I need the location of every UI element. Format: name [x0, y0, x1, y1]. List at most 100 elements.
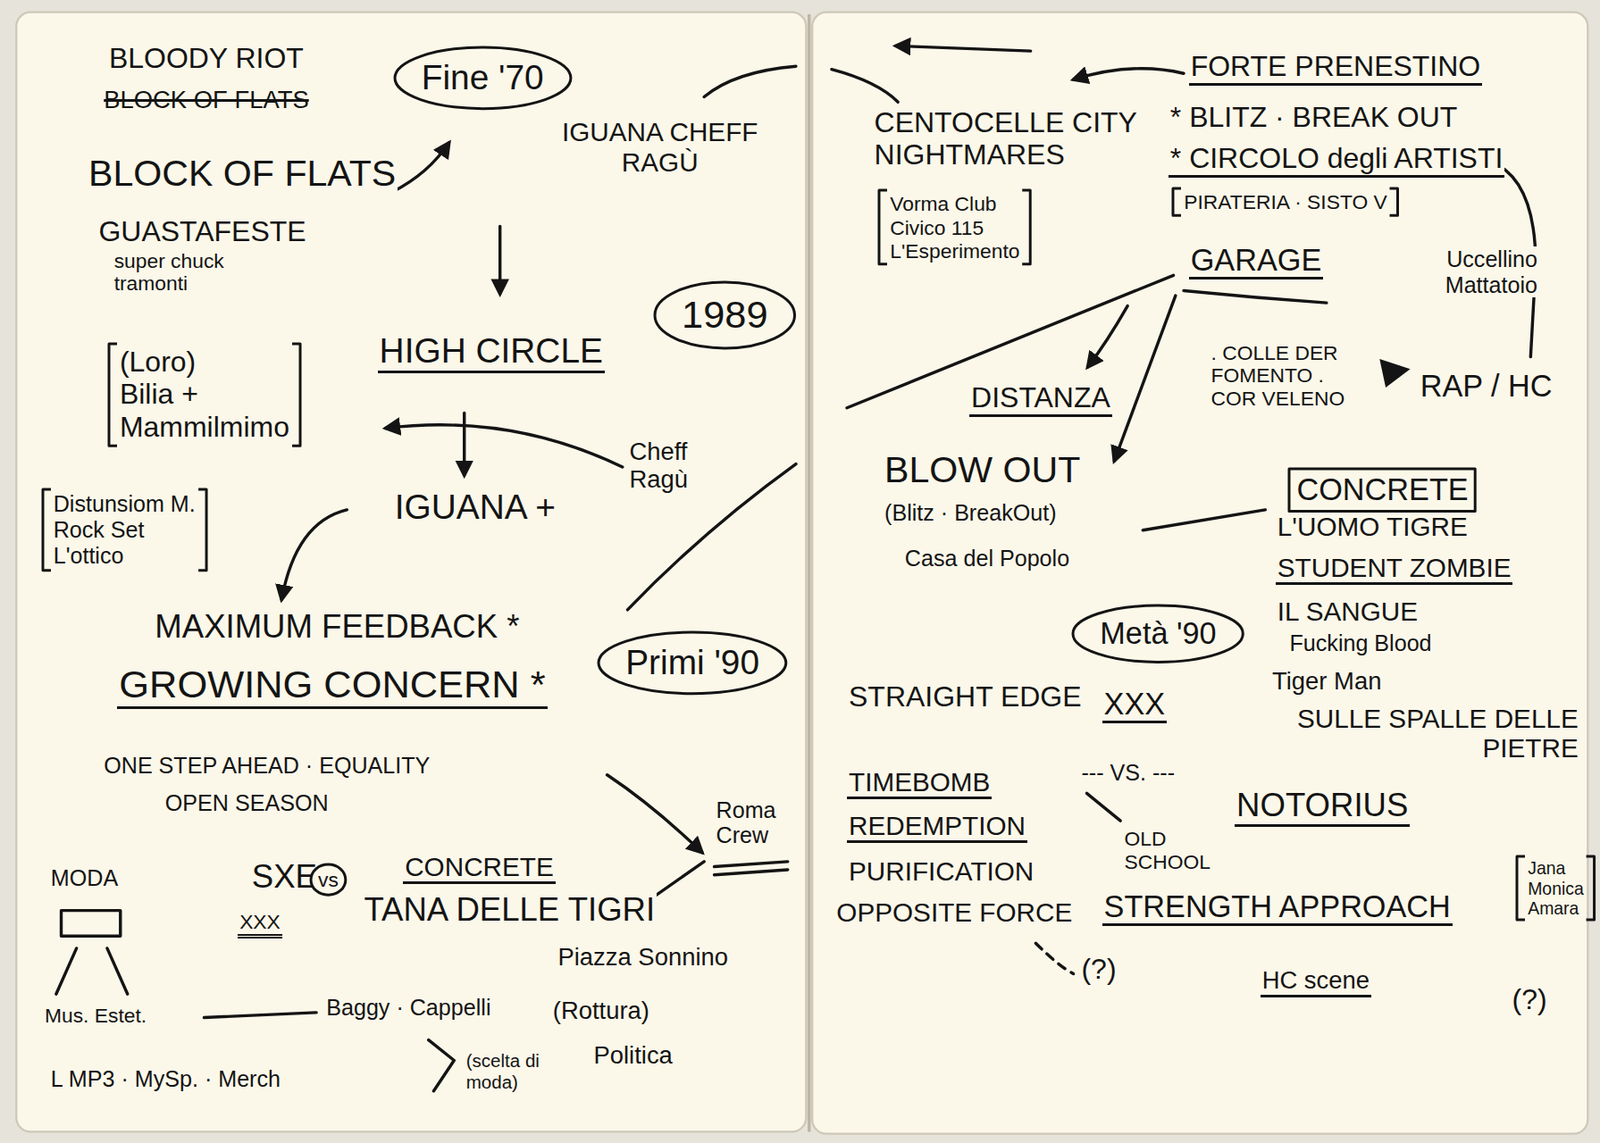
node-text: PIRATERIA · SISTO V — [1183, 190, 1388, 214]
ink-line — [831, 69, 898, 103]
ink-line — [1142, 510, 1265, 531]
right-page — [812, 12, 1588, 1135]
circled-outline — [598, 632, 787, 695]
handwritten-label: super chuck tramonti — [112, 250, 290, 296]
square-brackets — [108, 343, 301, 446]
handwritten-label: PURIFICATION — [846, 856, 1036, 887]
handwritten-label: RAP / HC — [1418, 368, 1555, 403]
arrow-line — [1114, 295, 1176, 461]
node-text: Metà '90 — [1099, 616, 1216, 652]
handwritten-label: Politica — [591, 1042, 674, 1071]
handwritten-label: . COLLE DER FOMENTO . COR VELENO — [1209, 342, 1377, 411]
handwritten-label: FORTE PRENESTINO — [1189, 50, 1483, 86]
circled-outline — [394, 47, 571, 109]
circled-outline — [654, 282, 796, 349]
handwritten-label: Tiger Man — [1270, 668, 1383, 696]
handwritten-label: ONE STEP AHEAD · EQUALITY — [101, 753, 432, 779]
handwritten-label: STRENGTH APPROACH — [1102, 889, 1453, 927]
handwritten-label: Baggy · Cappelli — [324, 995, 493, 1021]
handwritten-label: OLD SCHOOL — [1122, 828, 1203, 874]
ink-line — [56, 948, 128, 995]
ink-line — [1183, 290, 1327, 303]
node-text: (Loro) — [119, 345, 290, 379]
handwritten-label: STUDENT ZOMBIE — [1275, 552, 1514, 586]
node-text: Vorma Club — [889, 192, 1020, 216]
arrow-line — [498, 226, 502, 294]
handwritten-label: MODA — [49, 865, 120, 891]
spine — [807, 14, 811, 1132]
handwritten-label: TANA DELLE TIGRI — [361, 892, 657, 930]
boxed-name: CONCRETE — [1287, 467, 1477, 513]
handwritten-label: SULLE SPALLE DELLE PIETRE — [1249, 703, 1581, 764]
handwritten-label: CENTOCELLE CITY NIGHTMARES — [872, 107, 1173, 172]
square-brackets — [1172, 188, 1399, 216]
handwritten-label: (scelta di moda) — [464, 1050, 550, 1092]
bracket-group: JanaMonicaAmara — [1515, 854, 1597, 922]
square-brackets — [1516, 856, 1595, 921]
ink-line — [203, 1013, 317, 1019]
handwritten-label: STRAIGHT EDGE — [846, 681, 1084, 714]
handwritten-label: (?) — [1509, 984, 1549, 1017]
circled-outline — [310, 864, 346, 896]
ink-line — [714, 862, 788, 876]
handwritten-label: IGUANA CHEFF RAGÙ — [556, 117, 764, 177]
handwritten-label: Roma Crew — [714, 797, 792, 848]
handwritten-label: (Rottura) — [551, 997, 652, 1026]
arrow-line — [281, 510, 347, 600]
bracket-group: Distunsiom M.Rock SetL'ottico — [41, 487, 209, 573]
handwritten-label: GARAGE — [1189, 242, 1324, 280]
star-arrowhead — [1379, 359, 1410, 388]
handwritten-label: OPPOSITE FORCE — [834, 897, 1074, 928]
arrow-line — [1073, 68, 1184, 80]
node-text: Fine '70 — [421, 58, 545, 99]
handwritten-label: CONCRETE — [402, 852, 556, 885]
arrow-line — [393, 142, 450, 193]
node-text: 1989 — [681, 293, 769, 338]
arrow-line — [1088, 306, 1129, 369]
handwritten-label: Fucking Blood — [1287, 630, 1433, 656]
handwritten-label: BLOCK OF FLATS — [86, 152, 398, 194]
ink-line — [1086, 793, 1121, 821]
arrow-line — [896, 45, 1031, 51]
arrow-line — [385, 425, 623, 468]
handwritten-label: --- VS. --- — [1079, 760, 1177, 786]
square-brackets — [879, 190, 1031, 265]
node-text: Rock Set — [53, 517, 196, 544]
node-text: Jana — [1527, 858, 1584, 879]
handwritten-label: GROWING CONCERN * — [117, 662, 547, 710]
handwritten-label: Casa del Popolo — [903, 545, 1072, 571]
bracket-group: Vorma ClubCivico 115L'Esperimento — [877, 188, 1032, 267]
node-text: Civico 115 — [889, 216, 1020, 240]
circled-note: vs — [309, 862, 348, 897]
handwritten-label: MAXIMUM FEEDBACK * — [152, 609, 521, 646]
node-text: Bilia + — [119, 377, 290, 411]
node-text: Amara — [1527, 898, 1584, 919]
handwritten-label: L'UOMO TIGRE — [1275, 511, 1470, 542]
handwritten-label: SXE — [250, 859, 319, 897]
ink-line — [1035, 943, 1073, 974]
handwritten-label: HIGH CIRCLE — [377, 331, 605, 373]
handwritten-label: BLOCK OF FLATS — [101, 86, 310, 115]
circled-note: 1989 — [653, 280, 797, 351]
handwritten-label: HC scene — [1260, 967, 1372, 998]
arrow-line — [462, 412, 466, 476]
handwritten-label: DISTANZA — [969, 382, 1113, 418]
handwritten-label: (Blitz · BreakOut) — [882, 500, 1059, 526]
bracket-group: PIRATERIA · SISTO V — [1171, 186, 1400, 218]
handwritten-label: IGUANA + — [393, 487, 558, 527]
bracket-group: (Loro)Bilia +Mammilmimo — [107, 342, 302, 448]
handwritten-label: Mus. Estet. — [42, 1005, 149, 1029]
handwritten-label: * BLITZ · BREAK OUT — [1168, 101, 1460, 135]
node-text: CONCRETE — [1296, 472, 1468, 508]
circled-outline — [1072, 605, 1243, 662]
handwritten-label: L MP3 · MySp. · Merch — [49, 1066, 283, 1092]
handwritten-label: IL SANGUE — [1275, 596, 1420, 627]
handwritten-label: Uccellino Mattatoio — [1362, 246, 1540, 297]
handwritten-label: GUASTAFESTE — [97, 216, 309, 249]
handwritten-label: XXX — [237, 911, 283, 939]
handwritten-label: NOTORIUS — [1234, 787, 1410, 828]
left-page — [16, 12, 806, 1133]
node-text: Distunsiom M. — [53, 491, 196, 518]
handwritten-label: * CIRCOLO degli ARTISTI — [1168, 142, 1506, 178]
